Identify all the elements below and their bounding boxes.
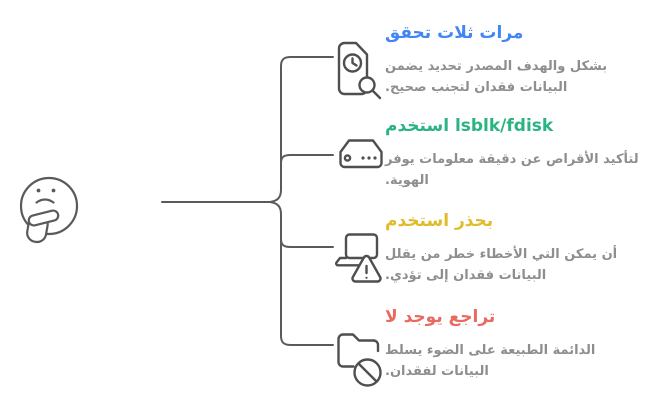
connector-lines — [161, 56, 334, 346]
branch-description: يضمن تحديد المصدر والهدف بشكل .صحيح لتجن… — [385, 56, 647, 98]
branch-no-undo: لا يوجد تراجع يسلط الضوء على الطبيعة الد… — [385, 306, 647, 382]
branch-title: استخدم lsblk/fdisk — [385, 116, 554, 136]
description-line: .صحيح لتجنب فقدان البيانات — [385, 80, 568, 95]
laptop-warning-icon — [335, 233, 382, 283]
description-line: .الهوية — [385, 173, 429, 188]
description-line: يضمن تحديد المصدر والهدف بشكل — [385, 59, 608, 74]
description-line: يسلط الضوء على الطبيعة الدائمة — [385, 343, 596, 358]
hard-drive-icon — [339, 139, 383, 169]
branch-title: لا يوجد تراجع — [385, 307, 496, 327]
branch-use-caution: استخدم بحذر يقلل من خطر الأخطاء التي يمك… — [385, 210, 647, 286]
description-line: .تؤدي إلى فقدان البيانات — [385, 268, 547, 283]
branch-title: تحقق ثلات مرات — [385, 23, 524, 43]
description-line: يوفر معلومات دقيقة عن الأقراص لتأكيد — [385, 152, 639, 167]
thinking-face-icon — [19, 176, 79, 244]
description-line: يقلل من خطر الأخطاء التي يمكن أن — [385, 247, 618, 262]
branch-triple-check: تحقق ثلات مرات يضمن تحديد المصدر والهدف … — [385, 22, 647, 98]
branch-lsblk-fdisk: استخدم lsblk/fdisk يوفر معلومات دقيقة عن… — [385, 115, 647, 191]
document-clock-search-icon — [337, 41, 382, 100]
description-line: .لفقدان البيانات — [385, 364, 489, 379]
branch-description: يوفر معلومات دقيقة عن الأقراص لتأكيد .ال… — [385, 149, 647, 191]
branch-title: استخدم بحذر — [385, 211, 494, 231]
branch-description: يسلط الضوء على الطبيعة الدائمة .لفقدان ا… — [385, 340, 647, 382]
branch-description: يقلل من خطر الأخطاء التي يمكن أن .تؤدي إ… — [385, 244, 647, 286]
folder-blocked-icon — [337, 333, 382, 387]
